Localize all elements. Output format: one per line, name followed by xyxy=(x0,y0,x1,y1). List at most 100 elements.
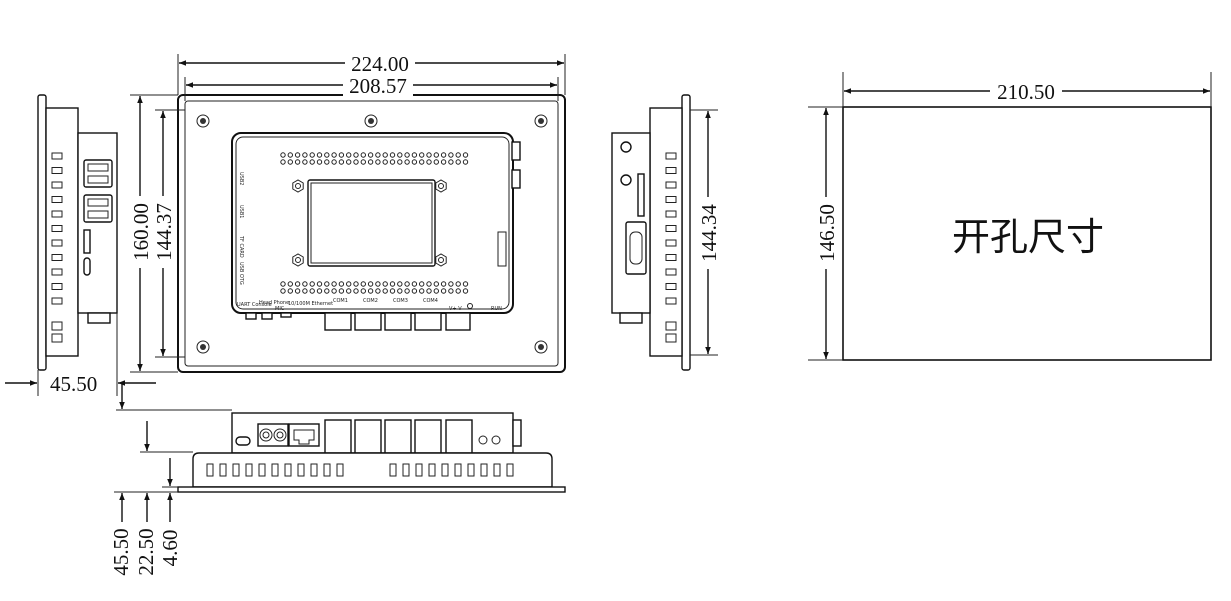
vent-hole xyxy=(280,288,286,294)
vent-hole xyxy=(455,288,461,294)
vent-hole xyxy=(448,152,454,158)
vent-hole xyxy=(316,159,323,165)
hex-nut-icon xyxy=(435,253,447,267)
vent-hole xyxy=(411,281,418,287)
hex-nut-hole xyxy=(295,183,301,189)
com2-label: COM2 xyxy=(363,298,378,304)
vent-hole xyxy=(309,281,315,287)
vent-hole xyxy=(440,281,447,287)
com1-label: COM1 xyxy=(333,298,348,304)
bottom-slot xyxy=(310,463,318,477)
head-phone-label: Head Phone xyxy=(259,300,289,306)
side-slot xyxy=(665,152,677,160)
side-slot xyxy=(665,297,677,305)
side-slot xyxy=(665,225,677,232)
front-plate xyxy=(37,94,47,371)
hex-nut-hole xyxy=(295,257,301,263)
side-slot xyxy=(51,333,63,343)
vent-hole xyxy=(440,288,447,294)
vent-hole xyxy=(294,159,301,165)
hex-nut-icon xyxy=(292,179,304,193)
vent-hole xyxy=(426,159,432,165)
vent-hole xyxy=(367,152,374,158)
bottom-slot xyxy=(415,463,423,477)
vent-hole xyxy=(338,288,345,294)
vent-hole xyxy=(389,281,396,287)
vent-hole xyxy=(331,152,337,158)
side-slot xyxy=(51,239,63,247)
vent-hole xyxy=(419,152,425,158)
bottom-slot xyxy=(284,463,292,477)
usb-port-icon xyxy=(83,159,113,188)
vent-hole xyxy=(353,281,359,287)
side-slot xyxy=(51,225,63,232)
vent-hole xyxy=(411,288,418,294)
vent-hole xyxy=(316,281,323,287)
uart-console-label: UART Console xyxy=(237,302,272,308)
vent-hole xyxy=(389,159,396,165)
vent-hole xyxy=(397,152,403,158)
vent-hole xyxy=(294,152,301,158)
com1-terminal xyxy=(324,419,352,454)
antenna-connector xyxy=(511,169,521,189)
bottom-port-labels: UART Console Head Phone MIC 10/100M Ethe… xyxy=(237,298,502,312)
com4-label: COM4 xyxy=(423,298,438,304)
outer-width-value: 224.00 xyxy=(351,52,409,76)
side-slot xyxy=(51,268,63,276)
side-slot xyxy=(665,181,677,189)
hex-nut-icon xyxy=(292,253,304,267)
vent-hole xyxy=(287,159,293,165)
side-slot xyxy=(51,297,63,305)
db9-connector-icon xyxy=(625,221,647,275)
side-slot xyxy=(665,210,677,218)
side-slots xyxy=(665,152,677,305)
ethernet-port-icon xyxy=(288,423,320,447)
vent-hole xyxy=(389,288,396,294)
vent-hole xyxy=(426,152,432,158)
vent-hole xyxy=(397,159,403,165)
screw-icon xyxy=(364,114,378,128)
ethernet-label: 10/100M Ethernet xyxy=(288,301,333,307)
vent-hole xyxy=(382,281,388,287)
right-connectors xyxy=(497,141,521,267)
hex-nut-icon xyxy=(435,179,447,193)
cutout-height-value: 146.50 xyxy=(815,204,839,262)
vent-hole xyxy=(397,281,403,287)
vent-hole xyxy=(302,281,308,287)
vent-hole xyxy=(280,152,286,158)
side-slot xyxy=(665,254,677,261)
vent-hole xyxy=(462,152,469,158)
vent-hole xyxy=(302,159,308,165)
vent-hole xyxy=(324,152,330,158)
side-slot xyxy=(51,321,63,331)
tf-card-label: TF CARD xyxy=(238,235,244,258)
com2-terminal xyxy=(354,419,382,454)
vent-hole xyxy=(331,159,337,165)
side-slot xyxy=(665,268,677,276)
side-port-labels: USB2 USB1 TF CARD USB OTG xyxy=(238,172,244,285)
terminal-edge xyxy=(619,312,643,324)
side-slot xyxy=(51,210,63,218)
bottom-slot xyxy=(336,463,344,477)
vent-hole xyxy=(309,288,315,294)
vent-hole xyxy=(287,281,293,287)
vent-hole xyxy=(287,288,293,294)
side-slot xyxy=(665,283,677,290)
vent-hole xyxy=(462,159,469,165)
bottom-slot xyxy=(206,463,214,477)
vent-hole xyxy=(448,281,454,287)
vent-hole xyxy=(382,159,388,165)
cutout-view: 开孔尺寸 210.50 146.50 xyxy=(808,72,1212,361)
uart-connector xyxy=(245,312,257,320)
bottom-slot xyxy=(454,463,462,477)
com1-terminal xyxy=(324,312,352,331)
usb-port-icon xyxy=(83,194,113,223)
bottom-slot xyxy=(323,463,331,477)
vent-hole xyxy=(382,152,388,158)
vent-hole xyxy=(346,152,352,158)
run-label: RUN xyxy=(491,306,502,312)
vent-hole xyxy=(433,152,439,158)
run-led-icon xyxy=(467,303,473,309)
hex-nut-hole xyxy=(438,183,444,189)
vent-hole xyxy=(280,281,286,287)
